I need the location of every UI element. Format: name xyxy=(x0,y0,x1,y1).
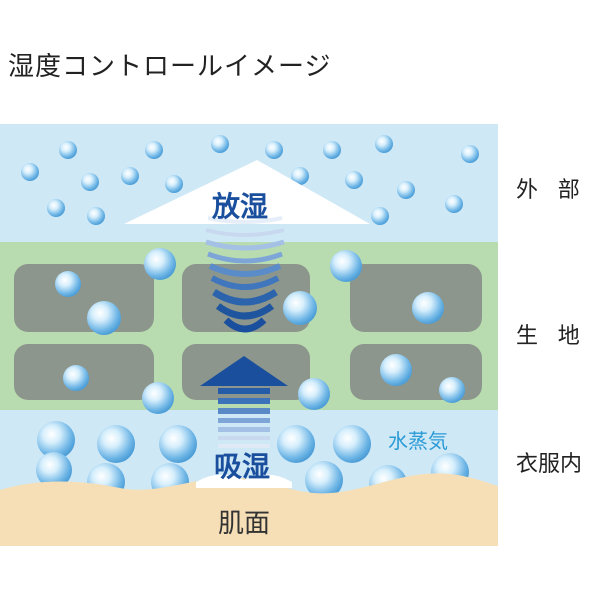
layer-label-outside: 外部 xyxy=(516,178,600,203)
release-arrow-head xyxy=(124,160,370,224)
release-label: 放湿 xyxy=(211,190,268,223)
skin-surface xyxy=(0,473,498,546)
outside-droplets xyxy=(21,135,479,225)
fabric-droplets xyxy=(55,248,465,414)
skin-label: 肌面 xyxy=(218,509,270,539)
release-arrow-stripes xyxy=(205,216,285,333)
absorb-label: 吸湿 xyxy=(214,450,270,483)
vapor-label: 水蒸気 xyxy=(388,429,448,453)
layer-label-fabric: 生地 xyxy=(516,324,600,349)
page-title: 湿度コントロールイメージ xyxy=(8,52,332,82)
layer-label-inside: 衣服内 xyxy=(516,452,583,477)
absorb-arrow xyxy=(196,356,292,488)
